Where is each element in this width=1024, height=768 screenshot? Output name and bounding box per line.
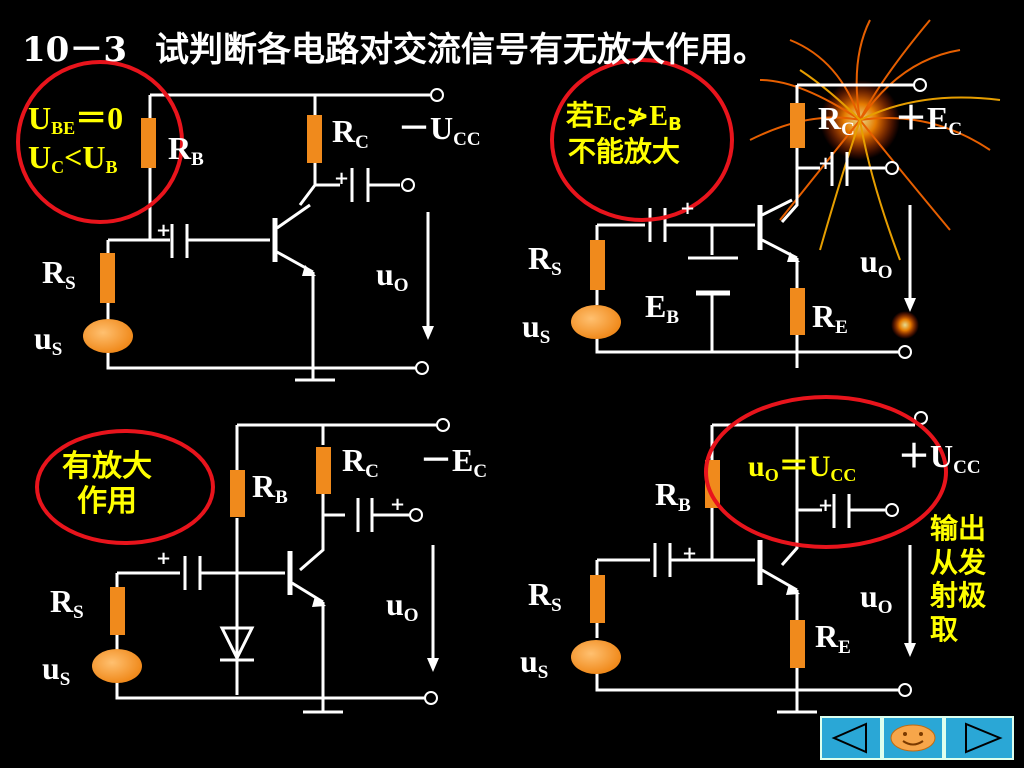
resistor-rs-1 bbox=[100, 253, 115, 303]
circuit-1 bbox=[106, 93, 430, 382]
rs-label-2: RS bbox=[528, 240, 562, 280]
resistor-rc-1 bbox=[307, 115, 322, 163]
resistor-re-2 bbox=[790, 288, 805, 335]
supply-label-1: －UCC bbox=[398, 110, 481, 150]
re-label-4: RE bbox=[815, 618, 851, 658]
rc-label-1: RC bbox=[332, 113, 369, 153]
rb-label-1: RB bbox=[168, 130, 204, 170]
problem-text: 试判断各电路对交流信号有无放大作用。 bbox=[154, 30, 767, 70]
side-note-line-2: 从发 bbox=[930, 545, 987, 579]
fireworks-decoration bbox=[749, 19, 1001, 339]
diode-3 bbox=[219, 626, 255, 662]
side-note-line-1: 输出 bbox=[930, 512, 987, 545]
rc-label-3: RC bbox=[342, 442, 379, 482]
uo-label-2: uO bbox=[860, 243, 893, 283]
note-1-line-2: UC<UB bbox=[28, 138, 118, 177]
terminals-1 bbox=[401, 88, 444, 375]
signal-source-3 bbox=[92, 649, 142, 683]
resistor-rb-1 bbox=[141, 118, 156, 168]
uo-label-3: uO bbox=[386, 586, 419, 626]
next-arrow-icon bbox=[965, 722, 1003, 754]
highlight-circle-1 bbox=[16, 60, 184, 224]
rb-label-4: RB bbox=[655, 476, 691, 516]
resistor-rb-3 bbox=[230, 470, 245, 517]
resistor-rs-4 bbox=[590, 575, 605, 623]
us-label-1: uS bbox=[34, 320, 63, 360]
cap-plus-3b: + bbox=[156, 548, 172, 569]
supply-label-2: ＋EC bbox=[895, 100, 963, 140]
side-note-circuit-4: 输出 从发 射极 取 bbox=[930, 512, 986, 646]
rb-label-3: RB bbox=[252, 468, 288, 508]
cap-plus-4b: + bbox=[682, 543, 698, 564]
cap-plus-1b: + bbox=[156, 220, 172, 241]
resistor-rc-3 bbox=[316, 447, 331, 494]
cap-plus-4a: + bbox=[818, 495, 834, 516]
resistor-re-4 bbox=[790, 620, 805, 668]
resistor-rs-2 bbox=[590, 240, 605, 290]
highlight-circle-3 bbox=[35, 429, 215, 545]
note-circuit-1: UBE＝0 UC<UB bbox=[28, 100, 123, 177]
resistor-rc-2 bbox=[790, 103, 805, 148]
resistor-rb-4 bbox=[705, 460, 720, 508]
supply-label-3: －EC bbox=[420, 442, 488, 482]
supply-label-4: ＋UCC bbox=[898, 438, 981, 478]
problem-number: 10－3 bbox=[22, 30, 127, 70]
rs-label-4: RS bbox=[528, 576, 562, 616]
us-label-3: uS bbox=[42, 650, 71, 690]
signal-source-1 bbox=[83, 319, 133, 353]
rs-label-1: RS bbox=[42, 254, 76, 294]
re-label-2: RE bbox=[812, 298, 848, 338]
terminals-3 bbox=[409, 418, 450, 705]
circuit-4 bbox=[595, 423, 915, 714]
next-button[interactable] bbox=[944, 716, 1014, 760]
note-2-line-1: 若EC≯EB bbox=[566, 99, 682, 135]
prev-button[interactable] bbox=[820, 716, 882, 760]
circuit-3 bbox=[115, 423, 437, 714]
signal-source-4 bbox=[571, 640, 621, 674]
cap-plus-2b: + bbox=[680, 198, 696, 219]
cap-plus-1a: + bbox=[334, 168, 350, 189]
note-3-line-1: 有放大 bbox=[62, 449, 152, 484]
smiley-home-icon bbox=[890, 724, 936, 752]
cap-plus-3a: + bbox=[390, 494, 406, 515]
terminals-2 bbox=[885, 78, 927, 359]
resistor-rs-3 bbox=[110, 587, 125, 635]
us-label-2: uS bbox=[522, 308, 551, 348]
note-circuit-4: uO＝UCC bbox=[748, 450, 857, 485]
terminals-4 bbox=[885, 411, 928, 697]
note-3-line-2: 作用 bbox=[77, 483, 137, 519]
highlight-circle-4 bbox=[704, 395, 948, 549]
prev-arrow-icon bbox=[831, 722, 867, 754]
side-note-line-4: 取 bbox=[930, 612, 959, 646]
note-1-line-1: UBE＝0 bbox=[28, 100, 124, 138]
rs-label-3: RS bbox=[50, 583, 84, 623]
eb-label-2: EB bbox=[645, 288, 680, 328]
highlight-circle-2 bbox=[550, 58, 734, 222]
cap-plus-2a: + bbox=[818, 153, 834, 174]
highlight-circles bbox=[16, 58, 948, 549]
note-circuit-3: 有放大 作用 bbox=[62, 449, 152, 519]
note-2-line-2: 不能放大 bbox=[567, 134, 680, 168]
slide-title: 10－3 试判断各电路对交流信号有无放大作用。 bbox=[22, 22, 767, 71]
side-note-line-3: 射极 bbox=[930, 579, 987, 613]
rc-label-2: RC bbox=[818, 100, 855, 140]
uo-label-1: uO bbox=[376, 256, 409, 296]
home-button[interactable] bbox=[882, 716, 944, 760]
uo-label-4: uO bbox=[860, 578, 893, 618]
note-circuit-2: 若EC≯EB 不能放大 bbox=[566, 99, 682, 168]
signal-source-2 bbox=[571, 305, 621, 339]
us-label-4: uS bbox=[520, 643, 549, 683]
